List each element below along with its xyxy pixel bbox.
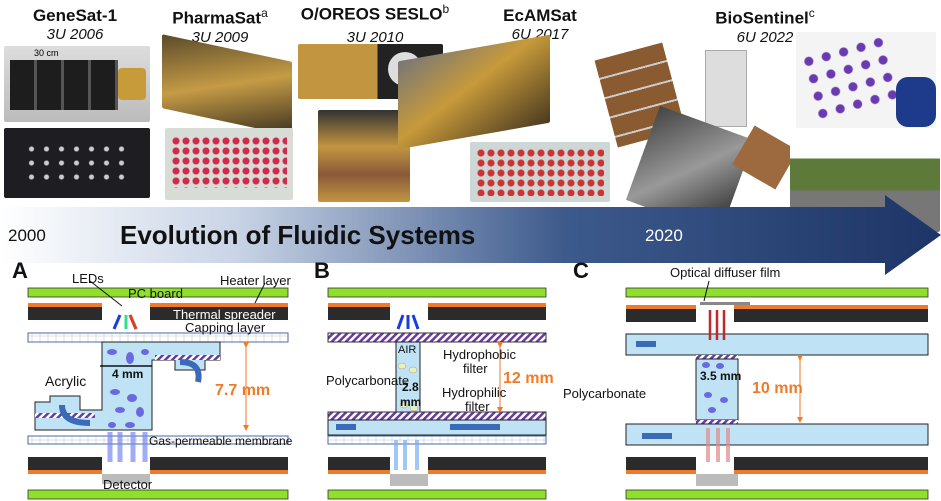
- pharmasat-card-photo: [165, 128, 293, 200]
- panel-b-diagram: [327, 287, 547, 500]
- panel-b-letter: B: [314, 258, 330, 283]
- label-material: Polycarbonate: [563, 386, 647, 401]
- sat-year: 2006: [69, 26, 104, 43]
- timeline-end: 2020: [645, 226, 683, 245]
- label-hydrophilic: Hydrophilic: [442, 385, 507, 400]
- label-capping-layer: Capping layer: [185, 320, 266, 335]
- dimension-width: 2.8: [402, 380, 419, 394]
- label-hydrophobic-filter: filter: [463, 361, 488, 376]
- ecamsat-card-photo: [470, 142, 610, 202]
- label-air: AIR: [398, 344, 417, 356]
- oreos-module-photo: [318, 110, 410, 202]
- genesat-card-photo: [4, 128, 150, 198]
- panel-c-diagram: [625, 280, 929, 500]
- label-membrane: Gas-permeable membrane: [149, 434, 293, 448]
- scale-label: 30 cm: [34, 48, 59, 58]
- sat-footnote: a: [261, 6, 268, 20]
- sat-genesat: GeneSat-1 3U 2006: [10, 6, 140, 43]
- panel-a-letter: A: [12, 258, 28, 283]
- dimension-width-unit: mm: [400, 395, 422, 409]
- label-optical-diffuser: Optical diffuser film: [670, 265, 781, 280]
- sat-form: 3U: [46, 26, 66, 43]
- biosentinel-card-photo: [796, 31, 936, 128]
- biosentinel-photo: [594, 40, 798, 240]
- sat-name: PharmaSat: [172, 8, 262, 28]
- sat-footnote: b: [442, 2, 450, 16]
- label-material: Polycarbonate: [326, 373, 410, 388]
- sat-form: 3U: [346, 28, 366, 46]
- label-hydrophobic: Hydrophobic: [443, 347, 516, 362]
- sat-oreos: O/OREOS SESLOb 3U 2010: [295, 2, 455, 46]
- sat-name: EcAMSat: [503, 6, 577, 25]
- dimension-height: 7.7 mm: [215, 382, 271, 399]
- sat-form: 6U: [736, 28, 756, 46]
- label-leds: LEDs: [72, 271, 104, 286]
- label-material: Acrylic: [45, 373, 87, 389]
- dimension-height: 12 mm: [503, 370, 554, 387]
- sat-footnote: c: [808, 6, 815, 20]
- dimension-height: 10 mm: [752, 380, 803, 397]
- label-pc-board: PC board: [128, 286, 183, 301]
- dimension-width: 4 mm: [112, 367, 144, 381]
- label-detector: Detector: [103, 477, 153, 492]
- sat-year: 2022: [759, 28, 794, 46]
- label-hydrophilic-filter: filter: [465, 399, 490, 414]
- dimension-width: 3.5 mm: [700, 369, 742, 383]
- sat-year: 2009: [214, 28, 249, 46]
- sat-name: O/OREOS SESLO: [300, 4, 443, 24]
- label-heater-layer: Heater layer: [220, 273, 291, 288]
- genesat-photo: 30 cm: [4, 46, 150, 122]
- panel-a-diagram: [27, 280, 289, 500]
- sat-name: BioSentinel: [715, 8, 809, 28]
- label-thermal-spreader: Thermal spreader: [173, 307, 276, 322]
- sat-year: 2010: [369, 28, 404, 46]
- timeline-start: 2000: [8, 226, 46, 245]
- timeline-title: Evolution of Fluidic Systems: [120, 220, 476, 250]
- sat-biosentinel: BioSentinelc 6U 2022: [705, 6, 825, 46]
- panel-c-letter: C: [573, 258, 589, 283]
- sat-name: GeneSat-1: [32, 6, 118, 25]
- sat-pharmasat: PharmaSata 3U 2009: [155, 6, 285, 46]
